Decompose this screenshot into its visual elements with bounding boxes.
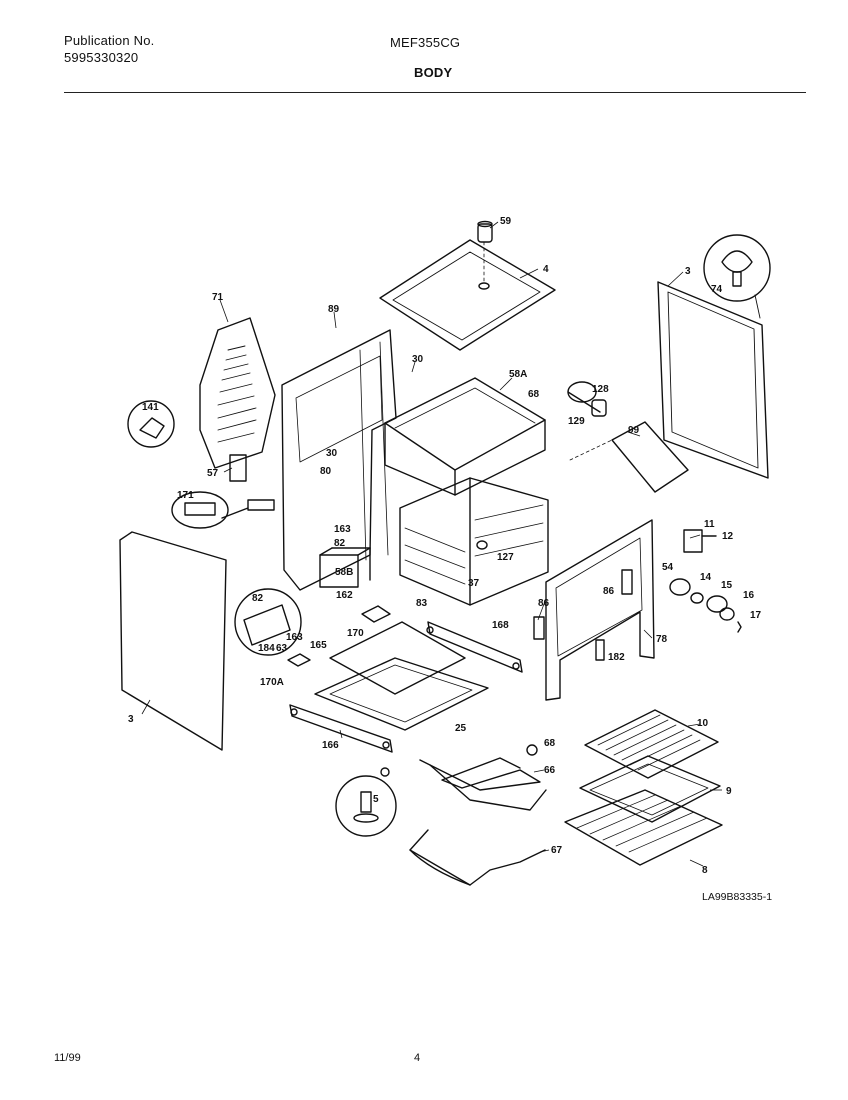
callout-59: 59 (500, 216, 512, 227)
callout-66: 66 (544, 765, 556, 776)
callout-30-top: 30 (412, 354, 424, 365)
cabinet-side-panel (281, 329, 397, 591)
part-3-side-panel (119, 531, 227, 751)
part-11-clip (683, 529, 717, 553)
callout-162: 162 (336, 590, 353, 601)
part-128-coil (567, 381, 607, 417)
callout-99: 99 (628, 425, 640, 436)
callout-80: 80 (320, 466, 332, 477)
part-141-detail (127, 400, 175, 448)
part-66-broil-element (419, 757, 547, 811)
callout-30-mid: 30 (326, 448, 338, 459)
callout-16: 16 (743, 590, 755, 601)
part-59-knob (477, 220, 493, 243)
callout-15: 15 (721, 580, 733, 591)
callout-68-top: 68 (528, 389, 540, 400)
part-71-rear-panel (199, 317, 276, 469)
part-5-leveler-detail (335, 767, 397, 837)
part-168-rail (426, 621, 523, 673)
part-8-oven-rack (564, 789, 723, 866)
callout-74: 74 (711, 284, 723, 295)
part-82-detail (234, 588, 302, 656)
callout-8: 8 (702, 865, 708, 876)
part-165-insulation (329, 621, 466, 695)
callout-170: 170 (347, 628, 364, 639)
callout-86-left: 86 (538, 598, 550, 609)
part-3-door-frame (657, 281, 769, 479)
footer-page-number: 4 (414, 1052, 421, 1064)
callout-163-a: 163 (334, 524, 351, 535)
part-99-plate (569, 421, 689, 493)
callout-165: 165 (310, 640, 327, 651)
callout-67: 67 (551, 845, 563, 856)
oven-liner (399, 477, 549, 606)
part-182-bracket (595, 639, 605, 661)
callout-58A: 58A (509, 369, 527, 380)
callout-170A: 170A (260, 677, 284, 688)
callout-182: 182 (608, 652, 625, 663)
callout-168: 168 (492, 620, 509, 631)
part-86-front-frame (533, 519, 655, 701)
callout-82-b: 82 (252, 593, 264, 604)
part-25-bottom (314, 657, 489, 731)
footer-date: 11/99 (54, 1052, 81, 1064)
callout-127: 127 (497, 552, 514, 563)
callout-128: 128 (592, 384, 609, 395)
publication-label: Publication No. (64, 33, 155, 48)
part-4-top-panel (379, 239, 556, 351)
callout-171: 171 (177, 490, 194, 501)
callout-68-bottom: 68 (544, 738, 556, 749)
part-58A-oven-top (384, 377, 546, 496)
part-10-broiler-grid (584, 709, 719, 779)
callout-89: 89 (328, 304, 340, 315)
callout-3-top: 3 (685, 266, 691, 277)
callout-63: 63 (276, 643, 288, 654)
callout-166: 166 (322, 740, 339, 751)
model-number: MEF355CG (390, 35, 461, 50)
callout-25: 25 (455, 723, 467, 734)
callout-12: 12 (722, 531, 734, 542)
callout-9: 9 (726, 786, 732, 797)
callout-184: 184 (258, 643, 275, 654)
callout-82-a: 82 (334, 538, 346, 549)
drawing-code: LA99B83335-1 (702, 891, 772, 903)
callout-57: 57 (207, 468, 219, 479)
callout-17: 17 (750, 610, 762, 621)
callout-10: 10 (697, 718, 709, 729)
part-170A (287, 653, 311, 667)
callout-83: 83 (416, 598, 428, 609)
part-54-light-assembly (669, 578, 742, 633)
part-171-badge (171, 491, 275, 529)
section-title: BODY (414, 65, 453, 80)
callout-163-b: 163 (286, 632, 303, 643)
part-162-box (319, 547, 371, 588)
part-68-clip (526, 744, 538, 756)
publication-number: 5995330320 (64, 50, 139, 65)
callout-78: 78 (656, 634, 668, 645)
callout-129: 129 (568, 416, 585, 427)
part-74-bulb-detail (703, 234, 771, 319)
callout-3-side: 3 (128, 714, 134, 725)
callout-86-inner: 86 (603, 586, 615, 597)
callout-4: 4 (543, 264, 549, 275)
part-9-broiler-pan (579, 755, 721, 823)
part-166-rail (289, 704, 393, 753)
callout-71: 71 (212, 292, 224, 303)
part-170-plate (361, 605, 391, 623)
callout-54: 54 (662, 562, 674, 573)
callout-141: 141 (142, 402, 159, 413)
part-57-block (229, 454, 247, 482)
callout-11: 11 (704, 519, 715, 530)
callout-37: 37 (468, 578, 480, 589)
part-67-bake-element (409, 829, 546, 886)
header-rule (64, 92, 806, 93)
callout-5: 5 (373, 794, 379, 805)
callout-14: 14 (700, 572, 712, 583)
callout-58B: 58B (335, 567, 353, 578)
